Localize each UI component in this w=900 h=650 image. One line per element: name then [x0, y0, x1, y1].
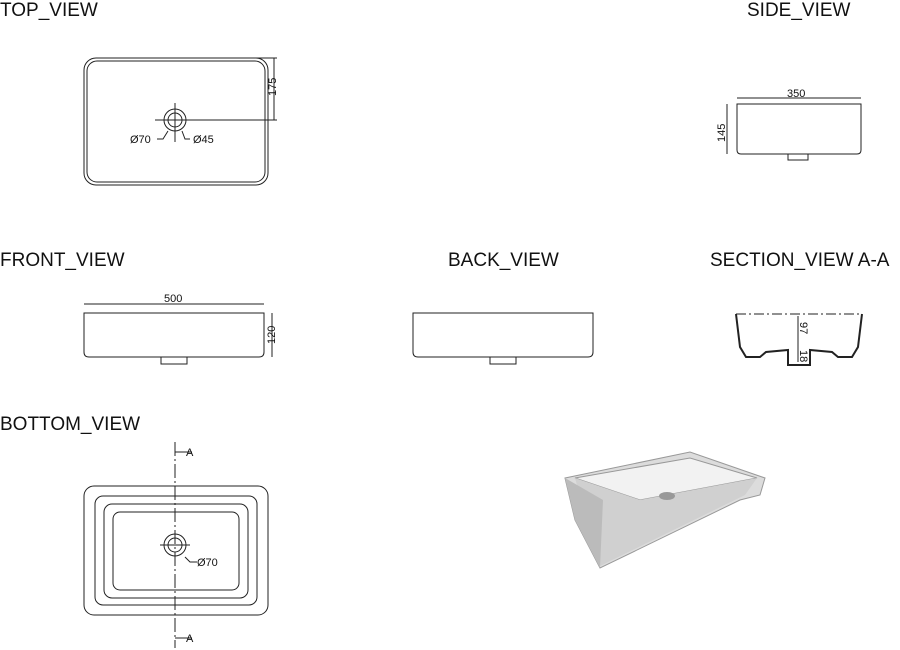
section-marker-top: A — [186, 447, 194, 459]
width-350-label: 350 — [787, 88, 805, 100]
back-view-drawing — [412, 312, 594, 365]
top-view-label: TOP_VIEW — [0, 0, 98, 21]
side-view-drawing: 350 145 — [716, 88, 862, 161]
bottom-diameter-label: Ø70 — [197, 557, 218, 569]
height-145-label: 145 — [716, 124, 728, 142]
section-marker-bottom: A — [186, 633, 194, 645]
section-view-drawing: 97 18 — [735, 313, 863, 366]
diameter-45-label: Ø45 — [193, 134, 214, 146]
drain-18-label: 18 — [797, 350, 809, 362]
bottom-view-label: BOTTOM_VIEW — [0, 414, 141, 435]
basin-3d-render — [564, 451, 766, 569]
back-view-label: BACK_VIEW — [448, 250, 559, 271]
section-view-label: SECTION_VIEW A-A — [710, 250, 890, 271]
side-view-label: SIDE_VIEW — [747, 0, 851, 21]
depth-97-label: 97 — [797, 322, 809, 334]
front-view-label: FRONT_VIEW — [0, 250, 125, 271]
width-500-label: 500 — [164, 293, 182, 305]
depth-175-label: 175 — [267, 78, 279, 96]
height-120-label: 120 — [266, 326, 278, 344]
front-view-drawing: 500 120 — [83, 293, 278, 365]
top-view-drawing: Ø70 Ø45 175 — [83, 57, 279, 186]
bottom-view-drawing: A A Ø70 — [83, 442, 269, 648]
diameter-70-label: Ø70 — [130, 134, 151, 146]
